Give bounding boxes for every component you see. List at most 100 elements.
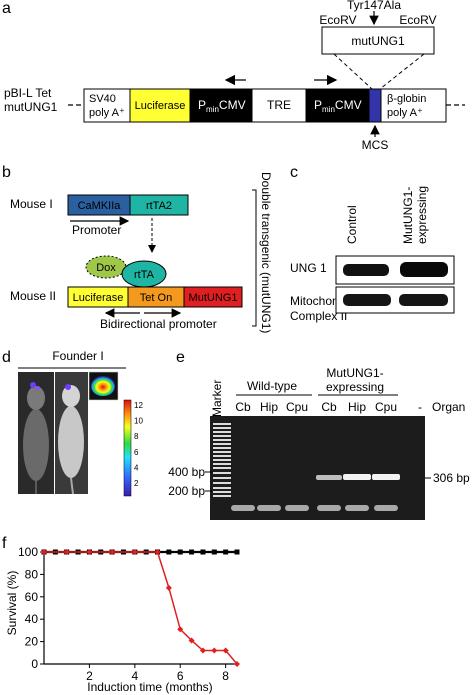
series-point	[211, 549, 217, 555]
wild-type-label: Wild-type	[247, 379, 297, 393]
ladder-band	[213, 495, 231, 497]
panel-d-letter: d	[2, 349, 11, 366]
mouse-1-signal	[30, 382, 36, 388]
gel-image	[210, 416, 425, 520]
ladder-band	[213, 423, 231, 425]
series-point	[234, 661, 240, 667]
color-scale-bar	[123, 399, 132, 497]
pmin-cmv-left-box	[189, 88, 253, 123]
marker-label: Marker	[210, 380, 224, 417]
ladder-band	[213, 447, 231, 449]
series-point	[200, 549, 206, 555]
sv40-box	[83, 88, 131, 123]
series-point	[188, 637, 195, 644]
panel-a: a Tyr147Ala EcoRV EcoRV mutUNG1 pBI-L Te…	[2, 0, 465, 152]
mito-band-mut	[399, 294, 448, 306]
insert-label: mutUNG1	[351, 34, 405, 48]
ung1-band-mut	[400, 262, 448, 277]
product-band-hip	[343, 474, 371, 480]
ladder-band	[213, 463, 231, 465]
camkii-label: CaMKIIa	[78, 200, 122, 212]
teton-label: Tet On	[140, 292, 172, 304]
pmin-cmv-right-box	[305, 88, 370, 123]
series-point	[131, 549, 138, 555]
construct-label-2: mutUNG1	[4, 100, 58, 114]
ung1-band-control	[343, 264, 389, 276]
sv40-label-1: SV40	[89, 93, 116, 105]
insert-box	[321, 26, 435, 55]
y-tick-label: 60	[25, 590, 39, 604]
y-tick-label: 20	[25, 635, 39, 649]
mouse-2-head	[62, 385, 80, 407]
primer-band	[374, 505, 398, 511]
brain-heatmap	[91, 376, 115, 396]
gel-bands	[231, 474, 400, 511]
x-tick-label: 6	[177, 669, 184, 683]
series-point	[211, 647, 218, 654]
insert-dash-right	[379, 53, 425, 90]
bidir-label: Bidirectional promoter	[100, 317, 217, 331]
panel-e-letter: e	[176, 349, 185, 366]
ladder-band	[213, 451, 231, 453]
ladder-band	[213, 487, 231, 489]
lane-label: Hip	[260, 400, 278, 414]
ladder-band	[213, 482, 231, 484]
mutation-label: Tyr147Ala	[347, 0, 401, 12]
x-axis-label: Induction time (months)	[87, 680, 212, 694]
y-tick-label: 80	[25, 567, 39, 581]
panel-b-letter: b	[2, 164, 11, 181]
mcs-label: MCS	[362, 138, 389, 152]
ladder-band	[213, 472, 231, 474]
series-point	[86, 549, 93, 555]
panel-a-letter: a	[2, 0, 11, 17]
ladder-band	[213, 443, 231, 445]
ladder-band	[213, 427, 231, 429]
ladder-band	[213, 459, 231, 461]
scale-tick-label: 6	[134, 448, 139, 457]
rtta-label: rtTA	[134, 269, 155, 281]
mut-label-1: MutUNG1-	[326, 366, 383, 380]
luciferase-b-label: Luciferase	[73, 292, 124, 304]
bglobin-label-2: poly A⁺	[387, 107, 423, 119]
mouse1-label: Mouse I	[10, 197, 53, 211]
ung1-label: UNG 1	[290, 261, 327, 275]
lane-label: Cb	[235, 400, 251, 414]
luciferase-label: Luciferase	[135, 100, 186, 112]
series-point	[165, 584, 172, 591]
ladder-band	[213, 431, 231, 433]
mouse2-label: Mouse II	[10, 289, 56, 303]
series-point	[109, 549, 116, 555]
bglobin-box	[380, 88, 447, 123]
col-mut-label-1: MutUNG1-	[401, 187, 415, 244]
ladder-band	[213, 455, 231, 457]
mouse-1-body	[23, 409, 49, 481]
primer-band	[257, 505, 281, 511]
insert-dash-left	[333, 53, 373, 90]
bp400-label: 400 bp	[168, 465, 205, 479]
founder-title: Founder I	[52, 349, 103, 363]
mouse-2-body	[58, 406, 84, 478]
series-point	[41, 549, 47, 555]
panel-c: c Control MutUNG1- expressing UNG 1 Mito…	[290, 164, 455, 323]
primer-band	[345, 505, 369, 511]
ladder-band	[213, 491, 231, 493]
tre-box	[251, 88, 307, 123]
construct-label-1: pBI-L Tet	[4, 86, 52, 100]
organ-label: Organ	[432, 400, 465, 414]
panel-b: b Mouse I CaMKIIa rtTA2 Promoter Dox rtT…	[2, 164, 273, 333]
scale-tick-label: 10	[134, 417, 143, 426]
sv40-label-2: poly A⁺	[89, 107, 125, 119]
series-point	[63, 549, 70, 555]
x-tick-label: 2	[86, 669, 93, 683]
series-point	[154, 549, 161, 555]
panel-e: e Marker Wild-type MutUNG1- expressing C…	[168, 349, 470, 520]
mito-label-2: Complex II	[290, 309, 347, 323]
series-line	[44, 551, 238, 665]
y-tick-label: 0	[31, 657, 38, 671]
pmin-cmv-right-label: PminCMV	[314, 98, 362, 114]
